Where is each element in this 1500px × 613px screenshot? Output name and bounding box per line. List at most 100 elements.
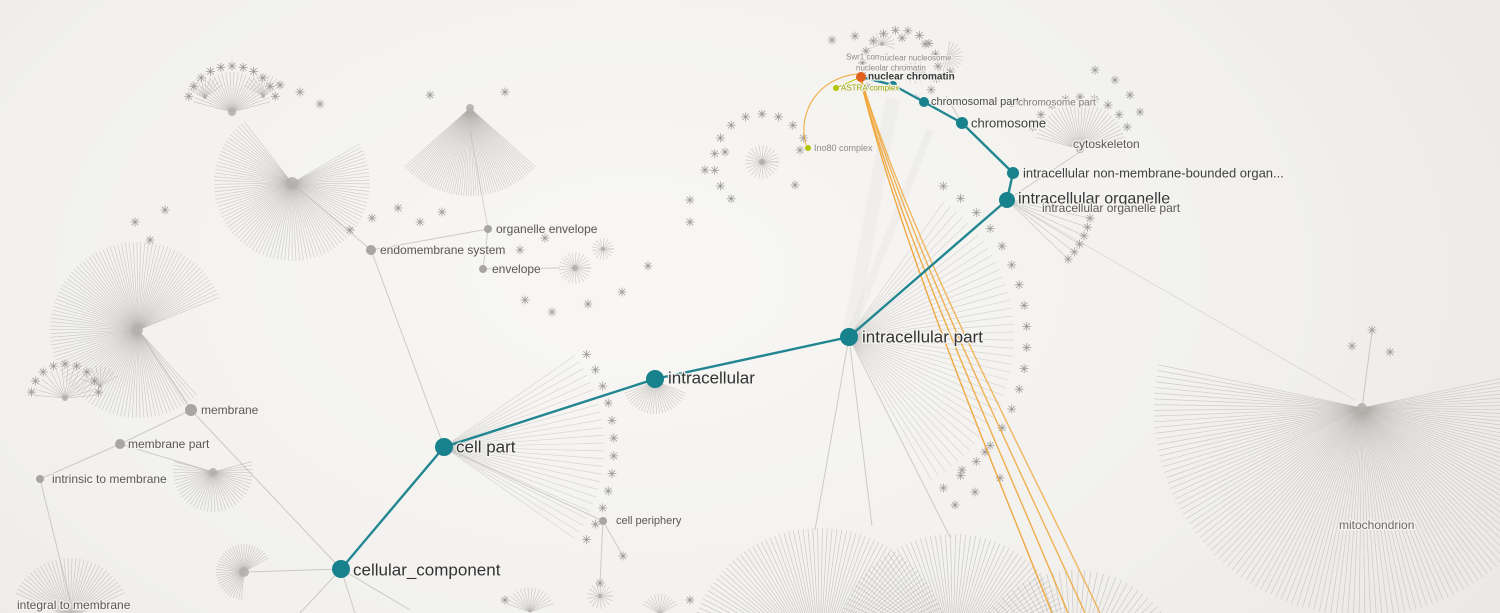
leaf-node-sprite[interactable]: [617, 287, 627, 297]
leaf-node-sprite[interactable]: [540, 233, 550, 243]
leaf-node-sprite[interactable]: [258, 73, 268, 83]
leaf-node-sprite[interactable]: [1014, 280, 1024, 290]
leaf-node-sprite[interactable]: [1347, 341, 1357, 351]
leaf-node-sprite[interactable]: [367, 213, 377, 223]
node-intrinsic-to-membrane[interactable]: [36, 475, 44, 483]
leaf-node-sprite[interactable]: [598, 381, 608, 391]
leaf-node-sprite[interactable]: [425, 90, 435, 100]
node-label-nuclear-chromatin[interactable]: nuclear chromatin: [867, 70, 956, 84]
leaf-node-sprite[interactable]: [933, 61, 943, 71]
leaf-node-sprite[interactable]: [603, 398, 613, 408]
leaf-node-sprite[interactable]: [720, 147, 730, 157]
leaf-node-sprite[interactable]: [500, 595, 510, 605]
leaf-node-sprite[interactable]: [643, 261, 653, 271]
leaf-node-sprite[interactable]: [1367, 325, 1377, 335]
node-label-cellular-component[interactable]: cellular_component: [352, 559, 502, 581]
node-envelope[interactable]: [479, 265, 487, 273]
leaf-node-sprite[interactable]: [868, 36, 878, 46]
node-label-intrinsic-to-membrane[interactable]: intrinsic to membrane: [51, 471, 169, 488]
fan-hub[interactable]: [261, 94, 265, 98]
node-ino80-complex[interactable]: [805, 145, 811, 151]
node-astra-complex[interactable]: [833, 85, 839, 91]
leaf-node-sprite[interactable]: [196, 73, 206, 83]
leaf-node-sprite[interactable]: [618, 551, 628, 561]
node-label-intracellular-organelle-part[interactable]: intracellular organelle part: [1041, 200, 1182, 217]
leaf-node-sprite[interactable]: [1122, 122, 1132, 132]
leaf-node-sprite[interactable]: [920, 39, 930, 49]
leaf-node-sprite[interactable]: [1125, 90, 1135, 100]
node-label-intracellular-organelle[interactable]: intracellular organelle: [1017, 189, 1172, 209]
leaf-node-sprite[interactable]: [315, 99, 325, 109]
leaf-node-sprite[interactable]: [1079, 231, 1089, 241]
fan-hub[interactable]: [598, 594, 602, 598]
leaf-node-sprite[interactable]: [956, 471, 966, 481]
leaf-node-sprite[interactable]: [685, 217, 695, 227]
node-organelle-envelope[interactable]: [484, 225, 492, 233]
leaf-node-sprite[interactable]: [903, 26, 913, 36]
node-label-intracellular-part[interactable]: intracellular part: [861, 326, 985, 348]
leaf-node-sprite[interactable]: [60, 359, 70, 369]
node-label-cytoskeleton[interactable]: cytoskeleton: [1072, 136, 1141, 153]
leaf-node-sprite[interactable]: [773, 112, 783, 122]
fan-hub[interactable]: [1076, 145, 1084, 153]
leaf-node-sprite[interactable]: [926, 85, 936, 95]
leaf-node-sprite[interactable]: [1063, 254, 1073, 264]
node-endomembrane-system[interactable]: [366, 245, 376, 255]
fan-hub[interactable]: [759, 159, 765, 165]
node-cell-part[interactable]: [435, 438, 453, 456]
leaf-node-sprite[interactable]: [1385, 347, 1395, 357]
leaf-node-sprite[interactable]: [726, 194, 736, 204]
node-intracellular-nmb-organelle[interactable]: [1007, 167, 1019, 179]
node-chromosomal-part[interactable]: [919, 97, 929, 107]
leaf-node-sprite[interactable]: [1060, 94, 1070, 104]
leaf-node-sprite[interactable]: [914, 30, 924, 40]
leaf-node-sprite[interactable]: [393, 203, 403, 213]
leaf-node-sprite[interactable]: [216, 62, 226, 72]
leaf-node-sprite[interactable]: [1090, 65, 1100, 75]
leaf-node-sprite[interactable]: [270, 91, 280, 101]
leaf-node-sprite[interactable]: [275, 80, 285, 90]
leaf-node-sprite[interactable]: [930, 49, 940, 59]
fan-hub[interactable]: [945, 55, 949, 59]
node-label-chromosome[interactable]: chromosome: [970, 114, 1048, 132]
leaf-node-sprite[interactable]: [205, 66, 215, 76]
leaf-node-sprite[interactable]: [1069, 247, 1079, 257]
node-label-intracellular-nmb-organelle[interactable]: intracellular non-membrane-bounded organ…: [1022, 164, 1285, 182]
node-membrane-part[interactable]: [115, 439, 125, 449]
leaf-node-sprite[interactable]: [500, 87, 510, 97]
node-cellular-component[interactable]: [332, 560, 350, 578]
leaf-node-sprite[interactable]: [72, 361, 82, 371]
leaf-node-sprite[interactable]: [583, 299, 593, 309]
node-label-chromosome-part[interactable]: chromosome part: [1017, 96, 1098, 110]
leaf-node-sprite[interactable]: [582, 535, 592, 545]
leaf-node-sprite[interactable]: [1085, 213, 1095, 223]
leaf-node-sprite[interactable]: [1103, 100, 1113, 110]
leaf-node-sprite[interactable]: [715, 133, 725, 143]
leaf-node-sprite[interactable]: [607, 415, 617, 425]
node-label-astra-complex[interactable]: ASTRA complex: [840, 82, 901, 94]
leaf-node-sprite[interactable]: [1007, 260, 1017, 270]
leaf-node-sprite[interactable]: [956, 193, 966, 203]
leaf-node-sprite[interactable]: [238, 62, 248, 72]
leaf-node-sprite[interactable]: [726, 120, 736, 130]
node-nuclear-chromatin[interactable]: [856, 72, 866, 82]
leaf-node-sprite[interactable]: [598, 503, 608, 513]
leaf-node-sprite[interactable]: [1075, 92, 1085, 102]
leaf-node-sprite[interactable]: [710, 149, 720, 159]
leaf-node-sprite[interactable]: [515, 245, 525, 255]
leaf-node-sprite[interactable]: [582, 349, 592, 359]
leaf-node-sprite[interactable]: [795, 145, 805, 155]
leaf-node-sprite[interactable]: [595, 578, 605, 588]
leaf-node-sprite[interactable]: [249, 66, 259, 76]
leaf-node-sprite[interactable]: [957, 465, 967, 475]
node-chromosome-part[interactable]: [1009, 101, 1015, 107]
node-label-cell-periphery[interactable]: cell periphery: [615, 514, 683, 529]
leaf-node-sprite[interactable]: [27, 387, 37, 397]
leaf-node-sprite[interactable]: [685, 595, 695, 605]
leaf-node-sprite[interactable]: [1110, 75, 1120, 85]
leaf-node-sprite[interactable]: [1022, 321, 1032, 331]
leaf-node-sprite[interactable]: [1047, 100, 1057, 110]
leaf-node-sprite[interactable]: [437, 207, 447, 217]
node-label-membrane[interactable]: membrane: [200, 402, 260, 419]
